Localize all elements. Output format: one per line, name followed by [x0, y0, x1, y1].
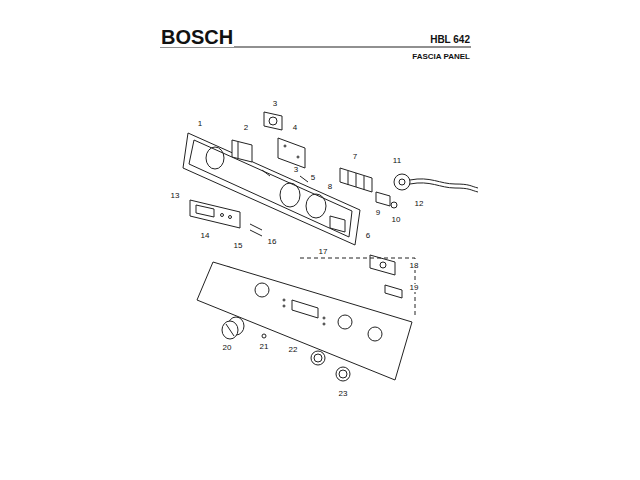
indicator-dot — [323, 317, 325, 319]
knob-ring — [339, 370, 347, 378]
switch-body — [376, 192, 390, 206]
callout-number: 15 — [233, 242, 244, 250]
callout-number: 17 — [318, 248, 329, 256]
callout-number: 21 — [259, 343, 270, 351]
terminal-divider — [348, 171, 349, 185]
knob-ring — [311, 351, 325, 365]
knob-ring — [314, 354, 322, 362]
screw — [250, 224, 262, 230]
callout-number: 6 — [365, 232, 371, 240]
callout-number: 22 — [288, 346, 299, 354]
terminal-divider — [356, 173, 357, 187]
bracket — [232, 140, 252, 162]
indicator-dot — [323, 323, 325, 325]
panel-hole — [368, 327, 382, 341]
frame-cutout — [280, 183, 300, 207]
lamp-switch-knob — [380, 262, 386, 268]
timer-module — [190, 200, 240, 228]
callout-number: 9 — [375, 209, 381, 217]
bracket-detail — [238, 142, 239, 158]
frame-cutout — [206, 147, 224, 169]
terminal-divider — [364, 176, 365, 190]
callout-number: 23 — [338, 390, 349, 398]
callout-number: 3 — [272, 100, 278, 108]
thermostat-shaft — [399, 179, 405, 185]
callout-number: 8 — [327, 183, 333, 191]
switch — [264, 112, 282, 130]
panel-hole — [338, 315, 352, 329]
fascia-panel — [197, 262, 412, 380]
callout-number: 20 — [222, 344, 233, 352]
callout-number: 19 — [409, 284, 420, 292]
knob-ring — [336, 367, 350, 381]
frame-inner-edge — [189, 140, 352, 237]
screw — [262, 334, 266, 338]
callout-number: 18 — [409, 262, 420, 270]
indicator-dot — [283, 305, 285, 307]
terminal-block — [340, 168, 372, 192]
clip — [385, 285, 402, 298]
capillary-cable — [410, 183, 478, 192]
timer-button — [229, 216, 232, 219]
model-number: HBL 642 — [429, 35, 471, 45]
timer-display — [196, 205, 214, 217]
bracket — [330, 216, 345, 232]
knob-grip — [226, 324, 234, 336]
callout-number: 1 — [197, 120, 203, 128]
screw — [300, 176, 308, 182]
callout-number: 2 — [243, 124, 249, 132]
callout-number: 10 — [391, 216, 402, 224]
timer-button — [221, 214, 224, 217]
control-knob — [222, 321, 238, 339]
section-title: FASCIA PANEL — [411, 53, 471, 61]
frame-cutout — [306, 194, 326, 218]
callout-number: 12 — [414, 200, 425, 208]
screw — [262, 170, 270, 176]
panel-hole — [255, 283, 269, 297]
fascia-frame — [183, 133, 360, 245]
rivet — [284, 145, 286, 147]
screw — [250, 230, 262, 236]
indicator-dot — [283, 299, 285, 301]
display-window — [292, 300, 318, 318]
callout-number: 4 — [292, 124, 298, 132]
callout-number: 3 — [293, 166, 299, 174]
thermostat — [394, 174, 410, 190]
callout-number: 5 — [310, 174, 316, 182]
callout-number: 16 — [267, 238, 278, 246]
callout-number: 13 — [170, 192, 181, 200]
switch-spindle — [391, 202, 397, 208]
callout-number: 11 — [392, 157, 402, 165]
switch-knob — [269, 117, 277, 125]
callout-number: 7 — [352, 153, 358, 161]
circuit-plate — [278, 138, 305, 168]
rivet — [297, 156, 299, 158]
callout-number: 14 — [200, 232, 211, 240]
brand-name: BOSCH — [160, 27, 234, 47]
